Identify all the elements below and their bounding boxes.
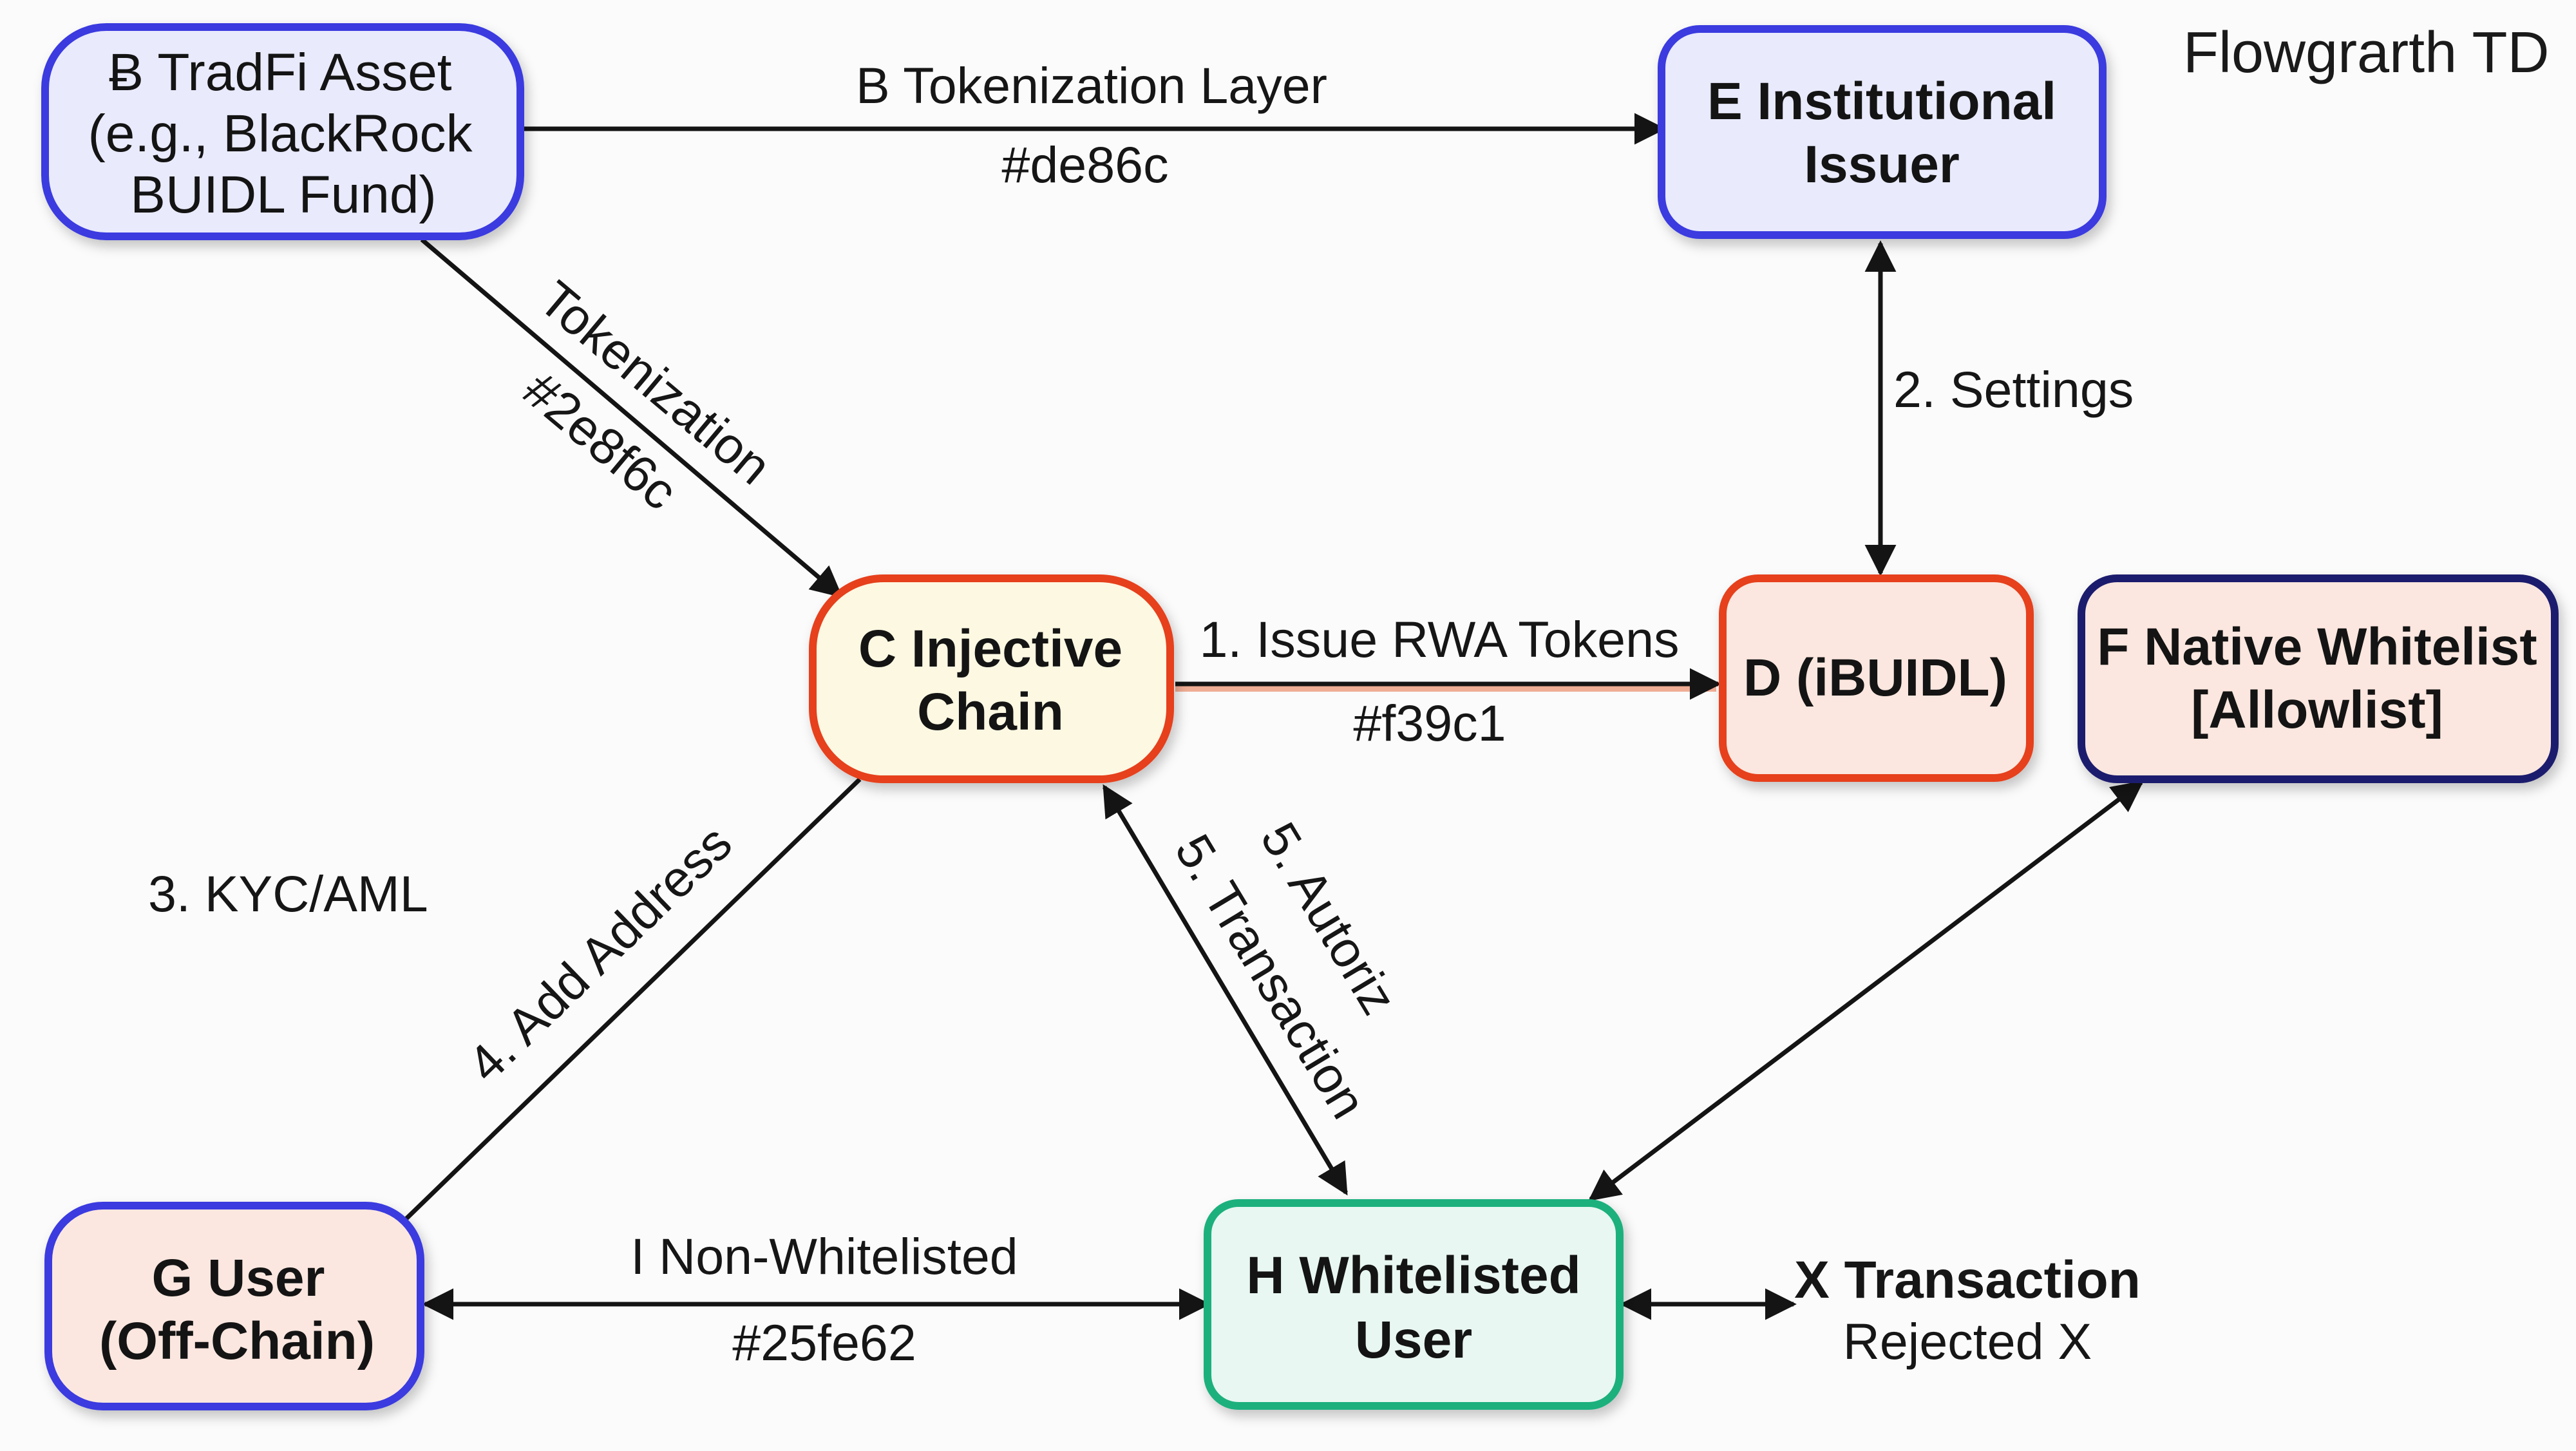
edge-transaction: 5. Transaction 5. Autoriz: [1102, 784, 1408, 1196]
rejected-label-line1: X Transaction: [1794, 1251, 2141, 1309]
node-tradfi-asset-line2: (e.g., BlackRock: [88, 104, 473, 163]
edge-issue-rwa-tokens: 1. Issue RWA Tokens #f39c1: [1175, 611, 1721, 752]
node-whitelisted-user[interactable]: [1204, 1199, 1624, 1410]
kyc-aml-label: 3. KYC/AML: [148, 865, 428, 922]
edge-tokenization: Tokenization #2e8f6c: [420, 238, 843, 598]
node-ibuidl-line1: D (iBUIDL): [1743, 649, 2007, 707]
edge-line: [1102, 784, 1349, 1196]
edge-label: I Non-Whitelisted: [630, 1228, 1018, 1285]
edge-tokenization-layer: B Tokenization Layer #de86c: [523, 57, 1666, 193]
edge-settings: 2. Settings: [1864, 240, 2134, 576]
node-ibuidl[interactable]: [1719, 574, 2034, 782]
node-native-whitelist[interactable]: [2078, 574, 2559, 783]
node-institutional-issuer-line2: Issuer: [1804, 135, 1960, 194]
diagram-title: Flowgrarth TD: [2183, 21, 2549, 85]
node-institutional-issuer-line1: E Institutional: [1707, 72, 2056, 131]
edge-sublabel: #25fe62: [732, 1314, 916, 1371]
edge-allowlist-check: [1588, 781, 2144, 1201]
edge-non-whitelisted: I Non-Whitelisted #25fe62: [422, 1228, 1211, 1371]
node-injective-chain[interactable]: [809, 574, 1174, 783]
edge-line: [402, 777, 862, 1222]
node-institutional-issuer[interactable]: [1658, 25, 2107, 239]
edge-sublabel: #de86c: [1001, 136, 1168, 193]
edge-line: [420, 238, 843, 598]
edge-add-address: 4. Add Address: [402, 777, 862, 1222]
edge-label: B Tokenization Layer: [856, 57, 1327, 114]
node-whitelisted-user-line1: H Whitelisted: [1246, 1246, 1580, 1305]
edge-label: 2. Settings: [1893, 361, 2134, 418]
node-injective-chain-line1: C Injective: [858, 620, 1122, 678]
edge-label: 1. Issue RWA Tokens: [1199, 611, 1679, 668]
node-tradfi-asset[interactable]: [41, 23, 524, 240]
rejected-label-line2: Rejected X: [1843, 1313, 2092, 1370]
node-native-whitelist-line1: F Native Whitelist: [2097, 618, 2537, 676]
node-native-whitelist-line2: [Allowlist]: [2191, 681, 2443, 739]
node-tradfi-asset-line3: BUIDL Fund): [130, 166, 436, 224]
node-tradfi-asset-line1: Ƀ TradFi Asset: [108, 43, 451, 102]
node-injective-chain-line2: Chain: [917, 683, 1064, 741]
node-user-off-chain-line1: G User: [152, 1249, 325, 1307]
edge-sublabel: #f39c1: [1353, 694, 1506, 752]
node-user-off-chain[interactable]: [44, 1202, 424, 1410]
edge-line: [1588, 781, 2144, 1201]
edge-label: 4. Add Address: [457, 814, 743, 1093]
node-user-off-chain-line2: (Off-Chain): [99, 1312, 375, 1370]
node-whitelisted-user-line2: User: [1355, 1311, 1472, 1369]
